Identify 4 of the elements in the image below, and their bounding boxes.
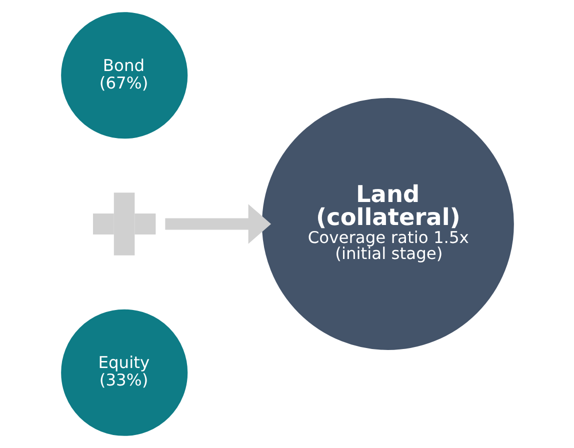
arrow <box>164 204 271 244</box>
node-circle: Bond (67%) <box>60 12 188 139</box>
node-circle: Land (collateral) Coverage ratio 1.5x (initial stage) <box>261 98 514 350</box>
node-circle: Equity (33%) <box>60 309 188 436</box>
